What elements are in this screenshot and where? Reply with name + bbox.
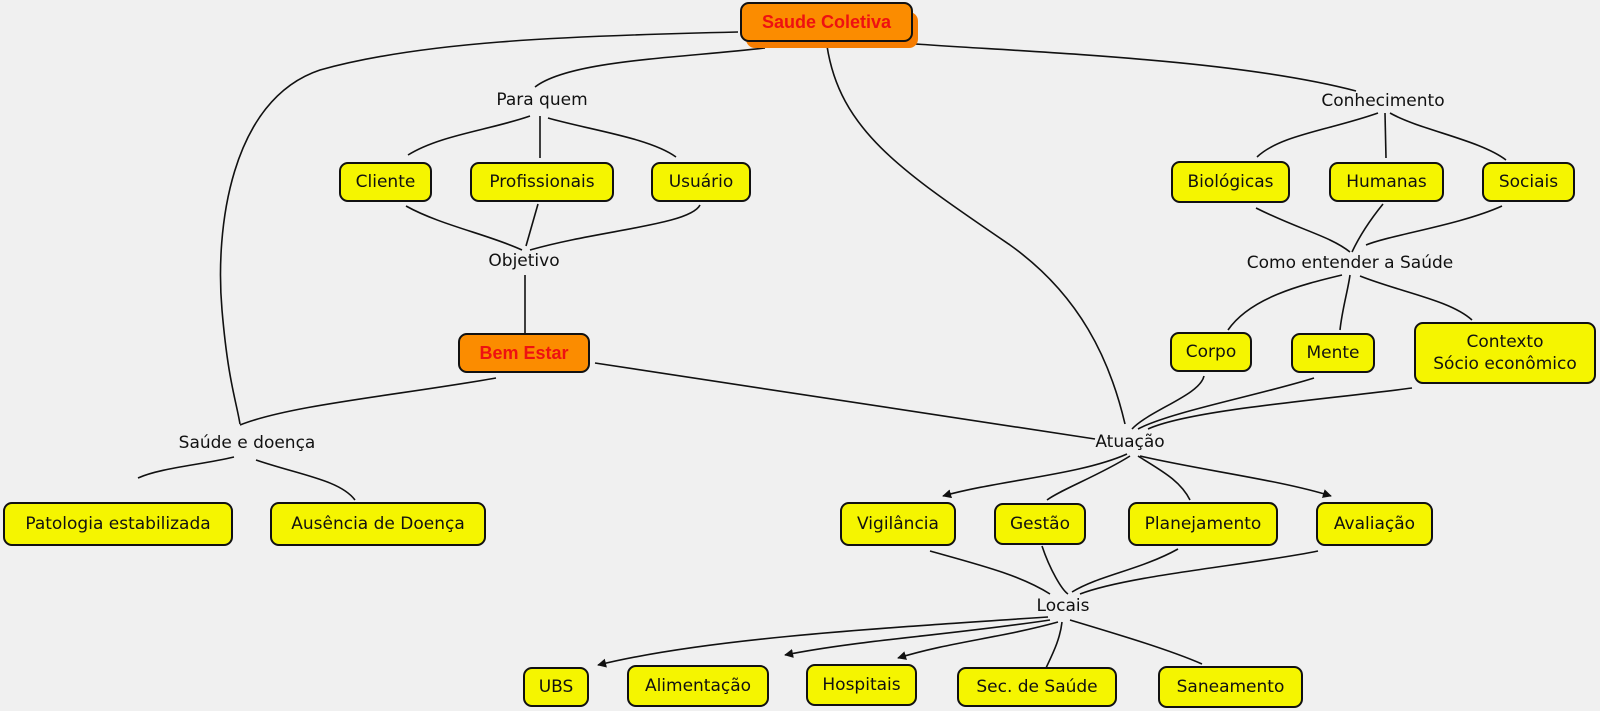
node-profissionais[interactable]: Profissionais (470, 162, 614, 202)
node-ausencia-de-doenca[interactable]: Ausência de Doença (270, 502, 486, 546)
node-contexto-socio-economico[interactable]: Contexto Sócio econômico (1414, 322, 1596, 384)
node-alimentacao[interactable]: Alimentação (627, 665, 769, 707)
node-bem-estar[interactable]: Bem Estar (458, 333, 590, 373)
link-locais: Locais (1036, 596, 1090, 616)
node-ubs[interactable]: UBS (523, 667, 589, 707)
node-gestao[interactable]: Gestão (994, 503, 1086, 545)
link-conhecimento: Conhecimento (1321, 91, 1445, 111)
node-mente[interactable]: Mente (1291, 333, 1375, 373)
node-biologicas[interactable]: Biológicas (1171, 161, 1290, 203)
node-saneamento[interactable]: Saneamento (1158, 666, 1303, 708)
node-corpo[interactable]: Corpo (1170, 332, 1252, 372)
root-node-saude-coletiva[interactable]: Saude Coletiva (740, 2, 913, 42)
link-objetivo: Objetivo (488, 251, 560, 271)
node-sec-de-saude[interactable]: Sec. de Saúde (957, 667, 1117, 707)
node-sociais[interactable]: Sociais (1482, 162, 1575, 202)
node-cliente[interactable]: Cliente (339, 162, 432, 202)
link-atuacao: Atuação (1095, 432, 1165, 452)
node-usuario[interactable]: Usuário (651, 162, 751, 202)
node-planejamento[interactable]: Planejamento (1128, 502, 1278, 546)
node-vigilancia[interactable]: Vigilância (840, 502, 956, 546)
node-humanas[interactable]: Humanas (1329, 162, 1444, 202)
node-hospitais[interactable]: Hospitais (806, 664, 917, 706)
node-avaliacao[interactable]: Avaliação (1316, 502, 1433, 546)
node-patologia-estabilizada[interactable]: Patologia estabilizada (3, 502, 233, 546)
link-saude-doenca: Saúde e doença (178, 433, 316, 453)
link-como-entender: Como entender a Saúde (1246, 253, 1454, 273)
link-para-quem: Para quem (496, 90, 588, 110)
